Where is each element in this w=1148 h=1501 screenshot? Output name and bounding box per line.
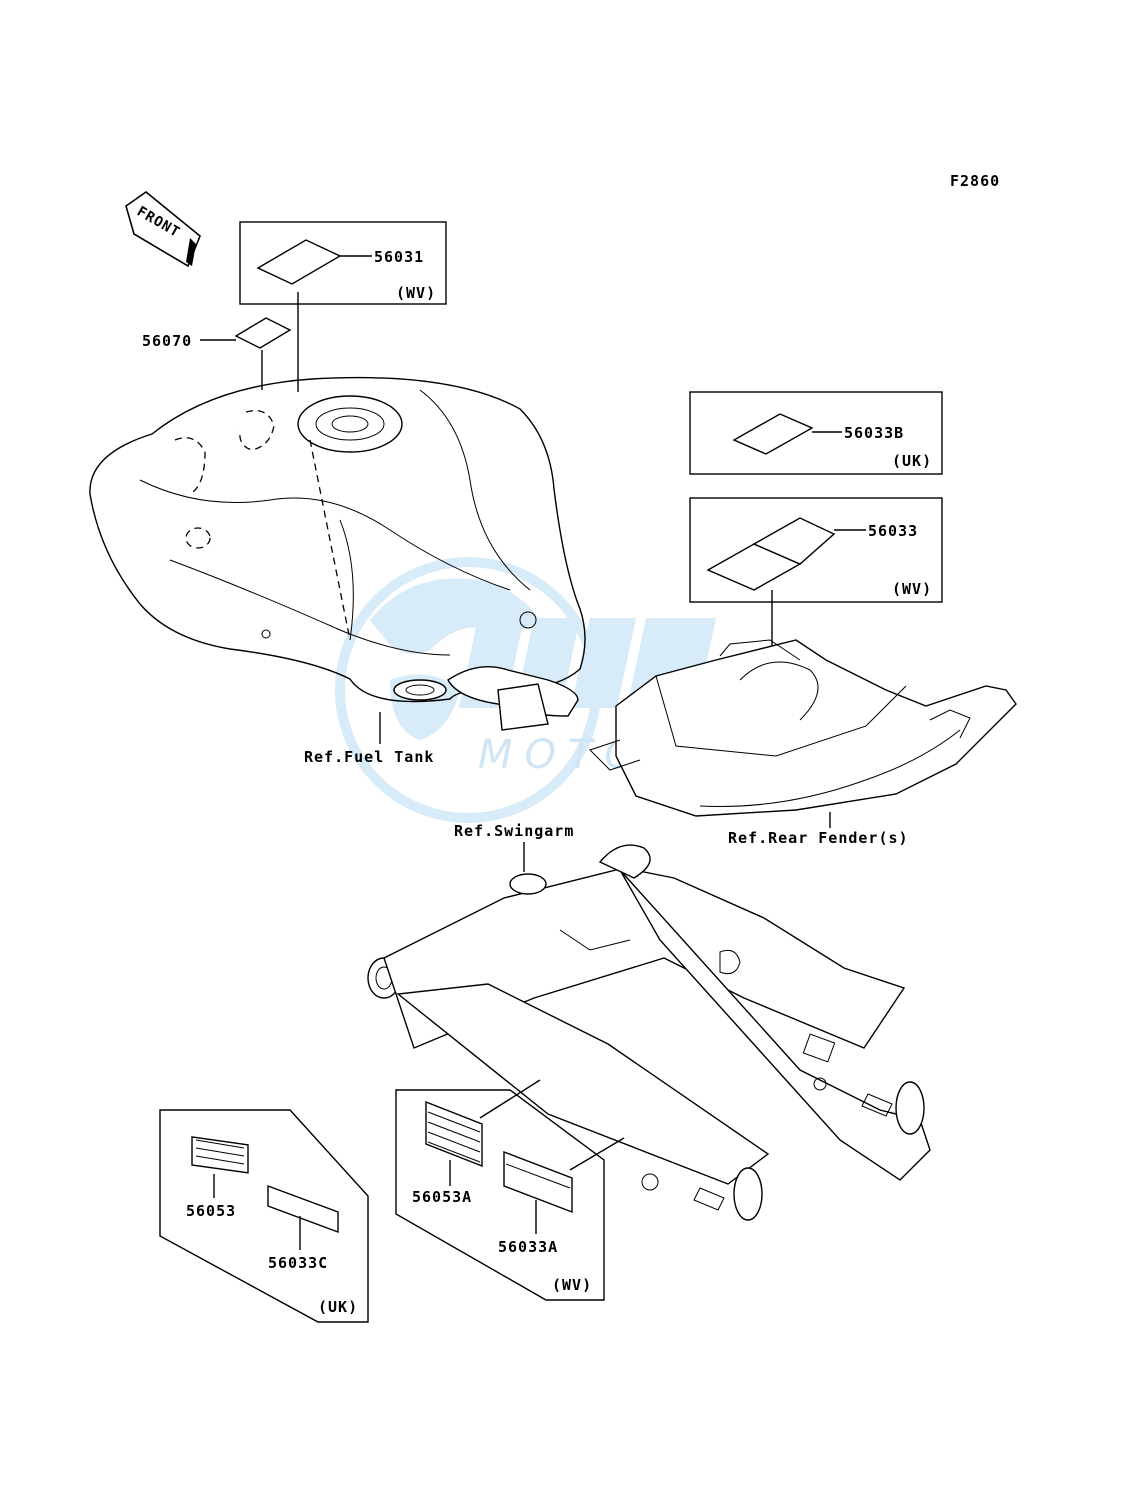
- callout-wv-group: 56053A 56033A (WV): [395, 1079, 625, 1301]
- ref-fuel-tank: Ref.Fuel Tank: [304, 748, 434, 766]
- decal-56070-icon: [234, 317, 292, 349]
- part-56053A: 56053A: [412, 1188, 472, 1206]
- decal-56053-icon: [191, 1136, 249, 1174]
- front-arrow-icon: FRONT: [125, 190, 201, 268]
- note-56031: (WV): [396, 284, 436, 302]
- swingarm: [367, 844, 931, 1221]
- part-56033C: 56033C: [268, 1254, 328, 1272]
- callout-56033B: 56033B (UK): [689, 391, 943, 475]
- decal-56033C-icon: [267, 1184, 339, 1234]
- part-56031: 56031: [374, 248, 424, 266]
- ref-rear-fender: Ref.Rear Fender(s): [728, 829, 909, 847]
- fuel-tank: [89, 376, 586, 731]
- callout-uk-group: 56053 56033C (UK): [159, 1109, 369, 1323]
- callout-56033: 56033 (WV): [689, 497, 943, 660]
- note-56033C: (UK): [318, 1298, 358, 1316]
- decal-56031-icon: [256, 239, 342, 285]
- part-56070: 56070: [142, 332, 192, 350]
- callout-56070: 56070: [142, 317, 292, 390]
- callout-56031: 56031 (WV): [239, 221, 447, 392]
- note-56033: (WV): [892, 580, 932, 598]
- part-56053: 56053: [186, 1202, 236, 1220]
- part-56033: 56033: [868, 522, 918, 540]
- diagram-code: F2860: [950, 172, 1000, 190]
- rear-fender: [589, 639, 1017, 817]
- decal-56033A-icon: [503, 1150, 573, 1214]
- part-56033A: 56033A: [498, 1238, 558, 1256]
- note-56033B: (UK): [892, 452, 932, 470]
- decal-56053A-icon: [425, 1100, 483, 1168]
- ref-swingarm: Ref.Swingarm: [454, 822, 574, 840]
- part-56033B: 56033B: [844, 424, 904, 442]
- decal-56033B-icon: [732, 413, 814, 455]
- note-56033A: (WV): [552, 1276, 592, 1294]
